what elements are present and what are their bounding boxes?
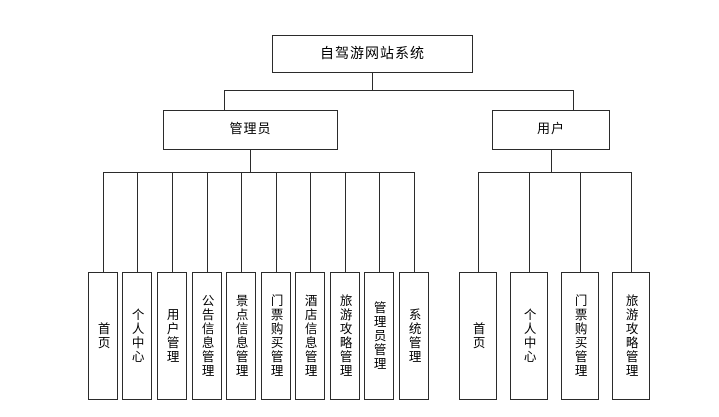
node-root-system[interactable]: 自驾游网站系统: [272, 35, 473, 73]
node-user[interactable]: 用户: [492, 110, 610, 150]
connector-admin-stem: [250, 150, 251, 172]
connector-root-stem: [372, 73, 373, 90]
connector-user-bus: [478, 172, 631, 173]
connector-level2-bus: [224, 90, 573, 91]
connector-admin-drop-2: [137, 172, 138, 272]
leaf-admin-user-management-label: 用户管理: [164, 308, 180, 364]
leaf-user-ticket-purchase-management[interactable]: 门票购买管理: [561, 272, 599, 400]
leaf-admin-travel-guide-management[interactable]: 旅游攻略管理: [330, 272, 360, 400]
leaf-user-personal-center-label: 个人中心: [521, 308, 537, 364]
leaf-admin-system-management[interactable]: 系统管理: [399, 272, 429, 400]
connector-admin-drop-4: [207, 172, 208, 272]
connector-to-user: [573, 90, 574, 110]
connector-admin-drop-3: [172, 172, 173, 272]
leaf-user-travel-guide-management-label: 旅游攻略管理: [623, 294, 639, 378]
leaf-admin-ticket-purchase-management-label: 门票购买管理: [268, 294, 284, 378]
connector-admin-drop-9: [379, 172, 380, 272]
connector-user-drop-2: [529, 172, 530, 272]
leaf-user-personal-center[interactable]: 个人中心: [510, 272, 548, 400]
node-user-label: 用户: [536, 122, 565, 138]
connector-admin-drop-7: [310, 172, 311, 272]
leaf-user-travel-guide-management[interactable]: 旅游攻略管理: [612, 272, 650, 400]
leaf-admin-home-label: 首页: [95, 322, 111, 350]
leaf-admin-personal-center-label: 个人中心: [129, 308, 145, 364]
node-root-label: 自驾游网站系统: [320, 45, 425, 62]
leaf-admin-hotel-info-management[interactable]: 酒店信息管理: [295, 272, 325, 400]
leaf-admin-administrator-management[interactable]: 管理员管理: [364, 272, 394, 400]
node-administrator[interactable]: 管理员: [163, 110, 338, 150]
leaf-admin-announcement-management[interactable]: 公告信息管理: [192, 272, 222, 400]
leaf-admin-travel-guide-management-label: 旅游攻略管理: [337, 294, 353, 378]
leaf-admin-personal-center[interactable]: 个人中心: [122, 272, 152, 400]
connector-user-stem: [551, 150, 552, 172]
leaf-user-home-label: 首页: [470, 322, 486, 350]
node-administrator-label: 管理员: [229, 122, 272, 138]
leaf-admin-user-management[interactable]: 用户管理: [157, 272, 187, 400]
connector-user-drop-3: [580, 172, 581, 272]
connector-admin-bus: [103, 172, 414, 173]
leaf-admin-home[interactable]: 首页: [88, 272, 118, 400]
leaf-admin-administrator-management-label: 管理员管理: [371, 301, 387, 371]
leaf-admin-system-management-label: 系统管理: [406, 308, 422, 364]
leaf-user-home[interactable]: 首页: [459, 272, 497, 400]
connector-admin-drop-10: [414, 172, 415, 272]
leaf-admin-scenic-info-management[interactable]: 景点信息管理: [226, 272, 256, 400]
connector-to-admin: [224, 90, 225, 110]
connector-user-drop-1: [478, 172, 479, 272]
connector-admin-drop-6: [276, 172, 277, 272]
connector-admin-drop-5: [241, 172, 242, 272]
connector-admin-drop-1: [103, 172, 104, 272]
leaf-admin-scenic-info-management-label: 景点信息管理: [233, 294, 249, 378]
connector-admin-drop-8: [345, 172, 346, 272]
leaf-admin-announcement-management-label: 公告信息管理: [199, 294, 215, 378]
leaf-admin-ticket-purchase-management[interactable]: 门票购买管理: [261, 272, 291, 400]
leaf-user-ticket-purchase-management-label: 门票购买管理: [572, 294, 588, 378]
connector-user-drop-4: [631, 172, 632, 272]
leaf-admin-hotel-info-management-label: 酒店信息管理: [302, 294, 318, 378]
